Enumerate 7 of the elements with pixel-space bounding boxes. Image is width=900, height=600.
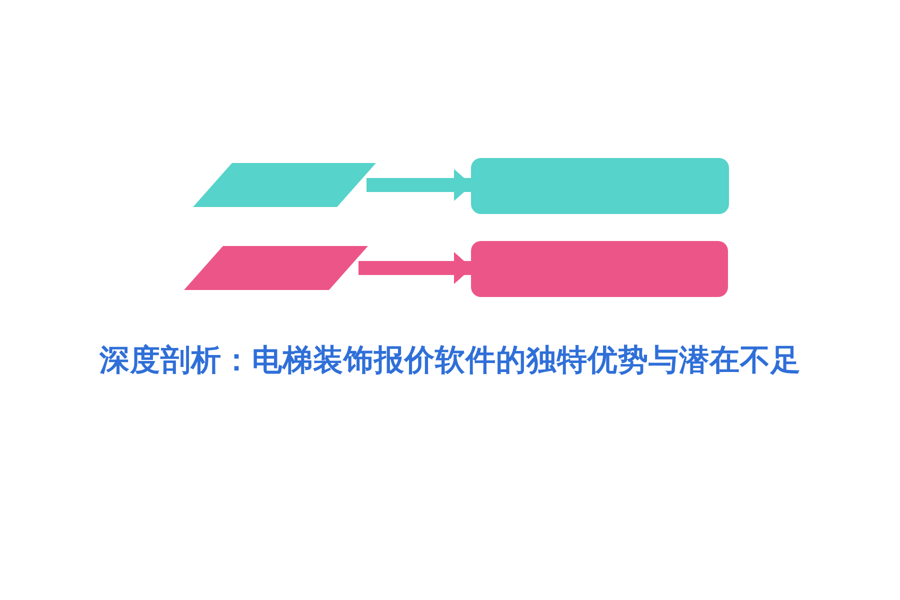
rounded-box xyxy=(471,158,729,214)
arrow xyxy=(358,252,472,284)
arrow xyxy=(366,169,472,201)
title: 深度剖析：电梯装饰报价软件的独特优势与潜在不足 xyxy=(98,342,802,380)
parallelogram-shape xyxy=(184,246,368,290)
parallelogram-shape xyxy=(193,163,376,207)
rounded-box xyxy=(471,241,728,297)
